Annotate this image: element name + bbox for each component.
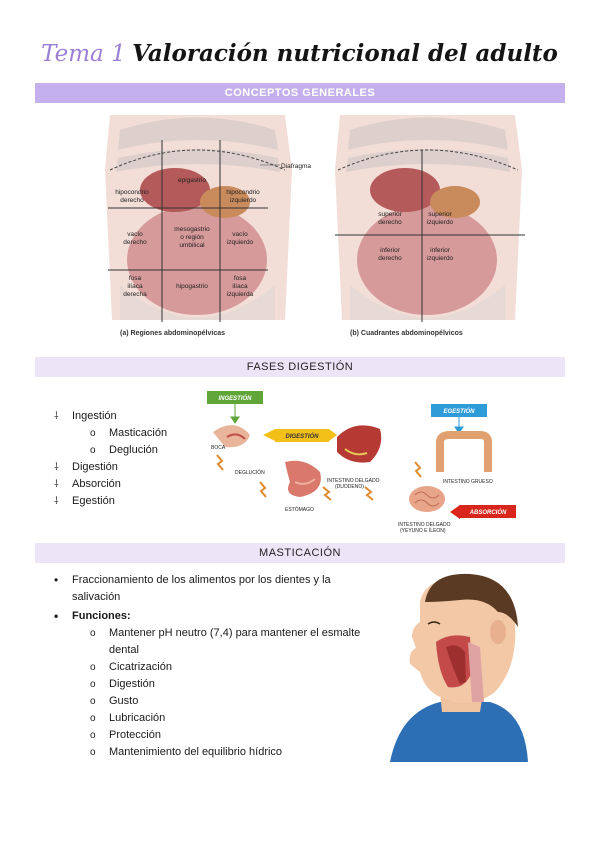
fases-list: Ingestión Masticación Deglución Digestió… <box>54 408 167 510</box>
region-hipogastrio: hipogastrio <box>176 283 208 290</box>
stomach-illustration <box>285 460 321 497</box>
grueso-label: INTESTINO GRUESO <box>443 479 493 485</box>
liver-illustration <box>337 425 382 463</box>
masticacion-list: Fraccionamiento de los alimentos por los… <box>54 572 372 761</box>
abdominal-regions-illustration <box>105 115 292 322</box>
digestion-diagram: INGESTIÓN BOCA DIGESTIÓN INTESTINO DELGA… <box>207 391 516 534</box>
list-item: Absorción <box>54 476 167 493</box>
list-item: Egestión <box>54 493 167 510</box>
caption-regiones: (a) Regiones abdominopélvicas <box>120 330 225 337</box>
diafragma-label: Diafragma <box>281 163 311 170</box>
deglucion-label: DEGLUCIÓN <box>235 469 265 476</box>
svg-text:ABSORCIÓN: ABSORCIÓN <box>469 509 507 516</box>
list-item: Fraccionamiento de los alimentos por los… <box>54 572 372 606</box>
page-title: Tema 1 Valoración nutricional del adulto <box>0 40 599 67</box>
list-item: Gusto <box>72 693 372 710</box>
section-header-conceptos: CONCEPTOS GENERALES <box>35 83 565 103</box>
abdominal-quadrants-illustration <box>335 115 525 322</box>
list-item: Lubricación <box>72 710 372 727</box>
small-intestine-illustration <box>409 486 445 512</box>
svg-text:DIGESTIÓN: DIGESTIÓN <box>285 433 319 440</box>
list-item: Mantener pH neutro (7,4) para mantener e… <box>72 625 372 659</box>
caption-cuadrantes: (b) Cuadrantes abdominopélvicos <box>350 330 463 337</box>
list-item: Digestión <box>54 459 167 476</box>
list-item: Funciones: <box>54 608 372 625</box>
digestion-tag <box>275 429 329 442</box>
mouth-illustration <box>213 425 250 448</box>
svg-text:INGESTIÓN: INGESTIÓN <box>218 395 252 402</box>
region-epigastrio: epigastrio <box>178 177 207 184</box>
large-intestine-illustration <box>436 431 492 472</box>
list-item: Mantenimiento del equilibrio hídrico <box>72 744 372 761</box>
title-rest: Valoración nutricional del adulto <box>132 40 558 67</box>
egestion-tag <box>431 404 487 417</box>
svg-text:EGESTIÓN: EGESTIÓN <box>443 408 475 415</box>
absorcion-tag <box>460 505 516 518</box>
list-item: Masticación <box>72 425 167 442</box>
estomago-label: ESTÓMAGO <box>285 506 314 513</box>
list-item: Protección <box>72 727 372 744</box>
boca-label: BOCA <box>211 445 226 451</box>
ingestion-tag <box>207 391 263 404</box>
list-item: Digestión <box>72 676 372 693</box>
yeyuno-label: INTESTINO DELGADO(YEYUNO E ÍLEON) <box>398 522 451 534</box>
list-item: Ingestión <box>54 408 167 425</box>
list-item: Cicatrización <box>72 659 372 676</box>
section-header-fases: FASES DIGESTIÓN <box>35 357 565 377</box>
head-anatomy-illustration <box>390 573 528 762</box>
title-lead: Tema 1 <box>41 41 126 67</box>
section-header-masticacion: MASTICACIÓN <box>35 543 565 563</box>
list-item: Deglución <box>72 442 167 459</box>
duodeno-label: INTESTINO DELGADO(DUODENO) <box>327 478 380 490</box>
